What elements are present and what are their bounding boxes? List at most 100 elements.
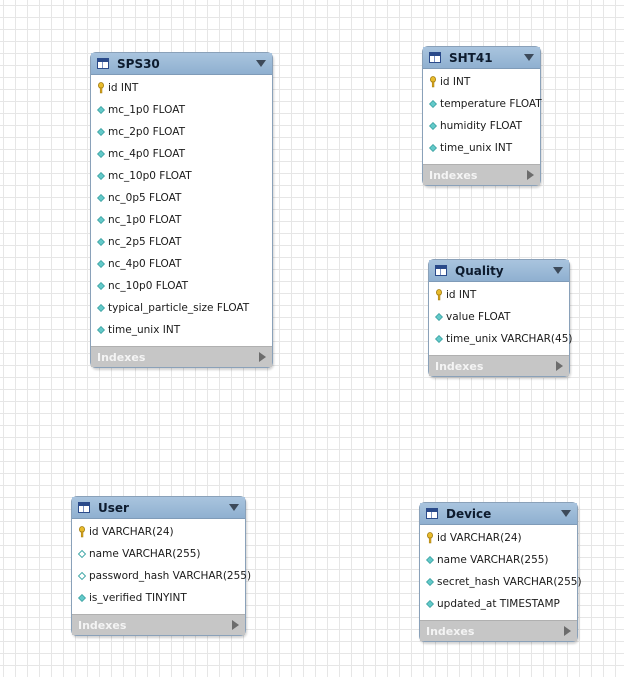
collapse-caret-icon[interactable] bbox=[524, 54, 534, 61]
filled-diamond-icon bbox=[429, 121, 437, 130]
column-row[interactable]: mc_10p0 FLOAT bbox=[91, 165, 272, 187]
column-row[interactable]: name VARCHAR(255) bbox=[72, 543, 245, 565]
column-label: id VARCHAR(24) bbox=[89, 526, 174, 538]
filled-diamond-icon bbox=[97, 105, 105, 114]
entity-title: User bbox=[98, 500, 129, 515]
column-label: is_verified TINYINT bbox=[89, 592, 187, 604]
indexes-bar[interactable]: Indexes bbox=[429, 355, 569, 376]
collapse-caret-icon[interactable] bbox=[553, 267, 563, 274]
entity-title: Device bbox=[446, 506, 492, 521]
column-label: time_unix VARCHAR(45) bbox=[446, 333, 573, 345]
entity-quality[interactable]: Quality id INT value FLOAT time_unix VARCH… bbox=[428, 259, 573, 377]
column-label: password_hash VARCHAR(255) bbox=[89, 570, 252, 582]
entity-columns: id INT temperature FLOAT humidity FLOAT tim… bbox=[423, 69, 542, 164]
indexes-bar[interactable]: Indexes bbox=[420, 620, 577, 641]
column-row[interactable]: typical_particle_size FLOAT bbox=[91, 297, 272, 319]
filled-diamond-icon bbox=[97, 127, 105, 136]
filled-diamond-icon bbox=[426, 555, 434, 564]
entity-user[interactable]: User id VARCHAR(24) name VARCHAR(255) pass… bbox=[71, 496, 251, 636]
column-label: value FLOAT bbox=[446, 311, 511, 323]
collapse-caret-icon[interactable] bbox=[256, 60, 266, 67]
column-row[interactable]: value FLOAT bbox=[429, 306, 569, 328]
column-row[interactable]: name VARCHAR(255) bbox=[420, 549, 577, 571]
table-icon bbox=[426, 508, 438, 519]
column-label: id INT bbox=[108, 82, 139, 94]
column-row[interactable]: id VARCHAR(24) bbox=[72, 521, 245, 543]
column-label: id INT bbox=[440, 76, 471, 88]
filled-diamond-icon bbox=[97, 215, 105, 224]
indexes-bar[interactable]: Indexes bbox=[72, 614, 245, 635]
expand-indexes-icon[interactable] bbox=[259, 352, 266, 362]
entity-sht41[interactable]: SHT41 id INT temperature FLOAT humidity FL… bbox=[422, 46, 542, 186]
column-label: id INT bbox=[446, 289, 477, 301]
indexes-bar[interactable]: Indexes bbox=[91, 346, 272, 367]
hollow-diamond-icon bbox=[77, 571, 87, 580]
column-label: nc_10p0 FLOAT bbox=[108, 280, 189, 292]
primary-key-icon bbox=[430, 76, 436, 88]
column-row[interactable]: is_verified TINYINT bbox=[72, 587, 245, 609]
column-row[interactable]: secret_hash VARCHAR(255) bbox=[420, 571, 582, 593]
filled-diamond-icon bbox=[97, 325, 105, 334]
column-label: name VARCHAR(255) bbox=[89, 548, 201, 560]
filled-diamond-icon bbox=[97, 171, 105, 180]
column-label: secret_hash VARCHAR(255) bbox=[437, 576, 582, 588]
column-label: nc_1p0 FLOAT bbox=[108, 214, 182, 226]
column-row[interactable]: time_unix INT bbox=[91, 319, 272, 341]
indexes-label: Indexes bbox=[429, 168, 478, 182]
expand-indexes-icon[interactable] bbox=[232, 620, 239, 630]
column-row[interactable]: mc_1p0 FLOAT bbox=[91, 99, 272, 121]
primary-key-icon bbox=[427, 532, 433, 544]
entity-columns: id VARCHAR(24) name VARCHAR(255) secret_ha… bbox=[420, 525, 582, 620]
entity-columns: id VARCHAR(24) name VARCHAR(255) password_… bbox=[72, 519, 251, 614]
column-label: mc_10p0 FLOAT bbox=[108, 170, 192, 182]
indexes-bar[interactable]: Indexes bbox=[423, 164, 540, 185]
indexes-label: Indexes bbox=[435, 359, 484, 373]
filled-diamond-icon bbox=[97, 281, 105, 290]
table-icon bbox=[97, 58, 109, 69]
expand-indexes-icon[interactable] bbox=[556, 361, 563, 371]
filled-diamond-icon bbox=[97, 259, 105, 268]
column-row[interactable]: nc_2p5 FLOAT bbox=[91, 231, 272, 253]
entity-columns: id INT value FLOAT time_unix VARCHAR(45) bbox=[429, 282, 573, 355]
entity-header[interactable]: SPS30 bbox=[91, 53, 272, 75]
column-label: temperature FLOAT bbox=[440, 98, 542, 110]
expand-indexes-icon[interactable] bbox=[527, 170, 534, 180]
column-row[interactable]: id INT bbox=[91, 77, 272, 99]
indexes-label: Indexes bbox=[97, 350, 146, 364]
column-row[interactable]: nc_10p0 FLOAT bbox=[91, 275, 272, 297]
column-row[interactable]: nc_4p0 FLOAT bbox=[91, 253, 272, 275]
entity-device[interactable]: Device id VARCHAR(24) name VARCHAR(255) se… bbox=[419, 502, 582, 642]
column-row[interactable]: mc_2p0 FLOAT bbox=[91, 121, 272, 143]
collapse-caret-icon[interactable] bbox=[229, 504, 239, 511]
column-row[interactable]: password_hash VARCHAR(255) bbox=[72, 565, 251, 587]
column-label: nc_2p5 FLOAT bbox=[108, 236, 182, 248]
entity-title: Quality bbox=[455, 263, 504, 278]
column-row[interactable]: temperature FLOAT bbox=[423, 93, 542, 115]
column-row[interactable]: nc_0p5 FLOAT bbox=[91, 187, 272, 209]
column-row[interactable]: humidity FLOAT bbox=[423, 115, 540, 137]
expand-indexes-icon[interactable] bbox=[564, 626, 571, 636]
column-row[interactable]: time_unix INT bbox=[423, 137, 540, 159]
indexes-label: Indexes bbox=[78, 618, 127, 632]
column-label: name VARCHAR(255) bbox=[437, 554, 549, 566]
column-row[interactable]: id INT bbox=[429, 284, 569, 306]
column-label: typical_particle_size FLOAT bbox=[108, 302, 250, 314]
column-row[interactable]: updated_at TIMESTAMP bbox=[420, 593, 577, 615]
entity-header[interactable]: Device bbox=[420, 503, 577, 525]
collapse-caret-icon[interactable] bbox=[561, 510, 571, 517]
column-row[interactable]: nc_1p0 FLOAT bbox=[91, 209, 272, 231]
entity-header[interactable]: SHT41 bbox=[423, 47, 540, 69]
column-row[interactable]: id INT bbox=[423, 71, 540, 93]
table-icon bbox=[78, 502, 90, 513]
entity-header[interactable]: Quality bbox=[429, 260, 569, 282]
column-row[interactable]: time_unix VARCHAR(45) bbox=[429, 328, 573, 350]
filled-diamond-icon bbox=[78, 593, 86, 602]
entity-header[interactable]: User bbox=[72, 497, 245, 519]
column-row[interactable]: mc_4p0 FLOAT bbox=[91, 143, 272, 165]
column-label: time_unix INT bbox=[440, 142, 513, 154]
indexes-label: Indexes bbox=[426, 624, 475, 638]
column-row[interactable]: id VARCHAR(24) bbox=[420, 527, 577, 549]
filled-diamond-icon bbox=[426, 577, 434, 586]
